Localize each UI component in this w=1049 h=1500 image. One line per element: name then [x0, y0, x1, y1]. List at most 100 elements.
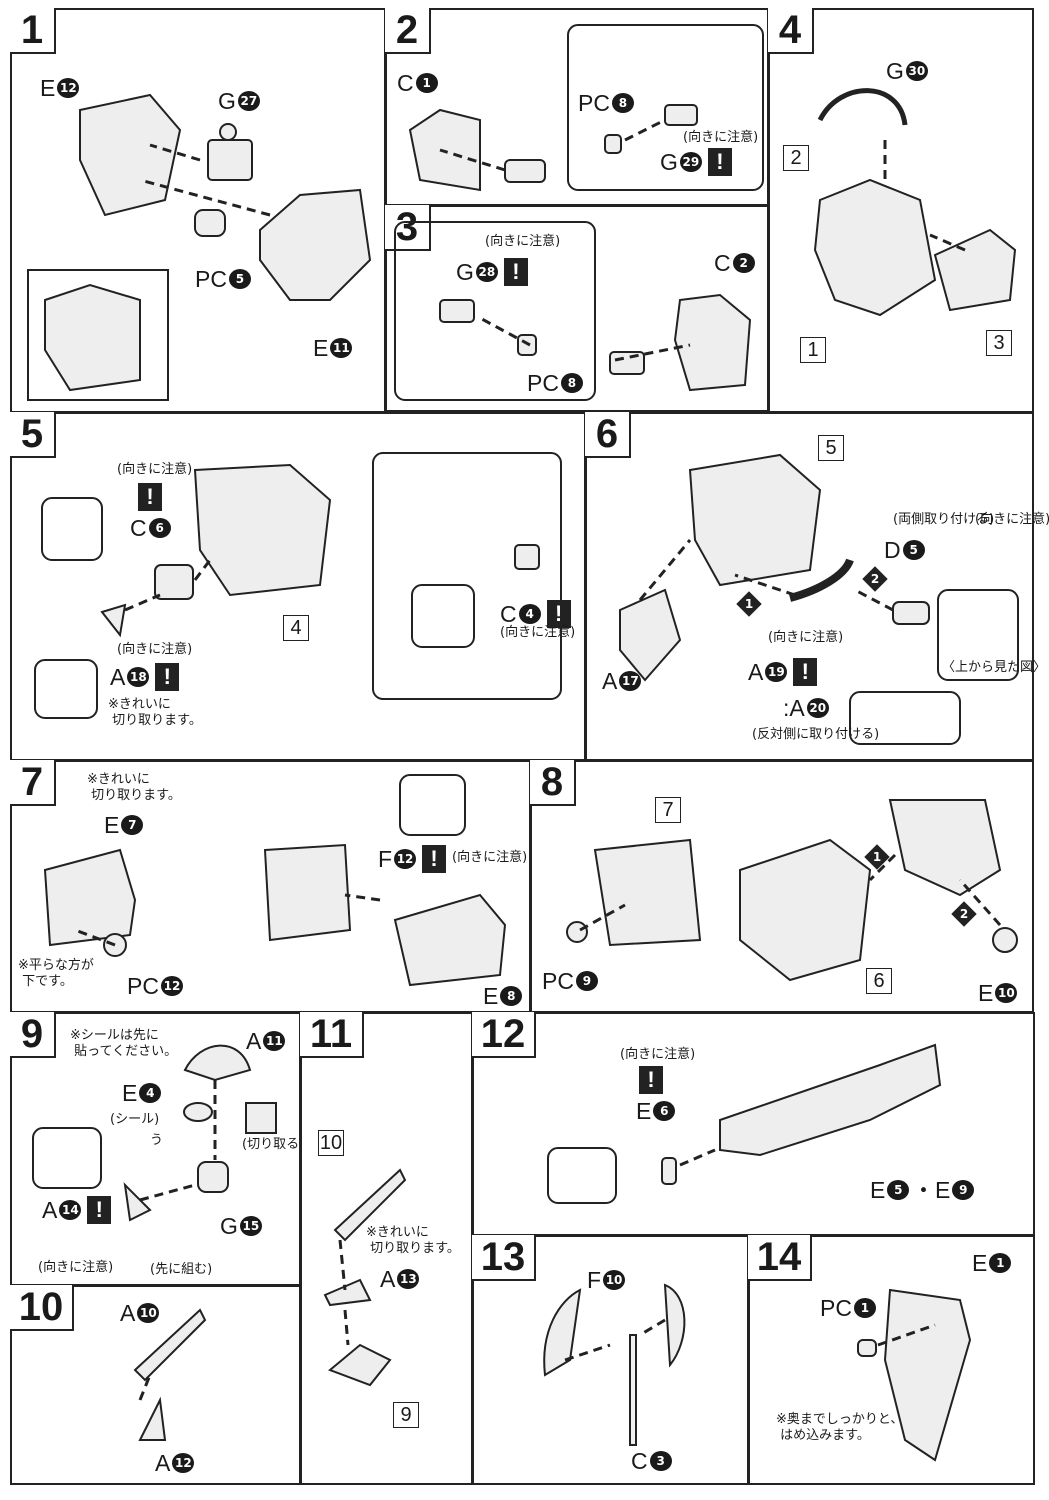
order-number: 1	[872, 850, 882, 864]
step-number: 9	[10, 1012, 56, 1058]
step-reference-box: 6	[866, 968, 892, 994]
part-runner-letter: A	[155, 1450, 171, 1476]
part-runner-letter: C	[714, 250, 731, 276]
part-number-badge: 11	[263, 1031, 286, 1051]
step-reference-box: 3	[986, 330, 1012, 356]
caution-icon: !	[155, 663, 180, 691]
part-runner-letter: E	[483, 983, 499, 1009]
part-number-badge: 3	[649, 1451, 672, 1471]
part-number-badge: 28	[475, 262, 498, 282]
step-number: 10	[10, 1285, 74, 1331]
part-runner-letter: E	[978, 980, 994, 1006]
part-runner-letter: A	[748, 659, 764, 685]
part-runner-letter: PC	[195, 266, 227, 292]
step-number: 4	[768, 8, 814, 54]
part-number-badge: 30	[905, 61, 928, 81]
part-runner-letter: E	[972, 1250, 988, 1276]
instruction-note: ※シールは先に 貼ってください。	[70, 1028, 178, 1059]
part-label: !	[134, 483, 162, 511]
part-runner-letter: E	[40, 75, 56, 101]
part-number-badge: 13	[397, 1269, 420, 1289]
part-runner-letter: A	[110, 664, 126, 690]
order-diamond-icon: 1	[736, 591, 762, 617]
step-number: 2	[385, 8, 431, 54]
caution-icon: !	[87, 1196, 112, 1224]
instruction-note: ※きれいに 切り取ります。	[108, 697, 202, 728]
part-number-badge: 10	[603, 1270, 626, 1290]
part-number-badge: 7	[121, 815, 144, 835]
part-runner-letter: PC	[527, 370, 559, 396]
part-runner-letter: E	[122, 1080, 138, 1106]
part-runner-letter: PC	[578, 90, 610, 116]
step-number: 13	[472, 1235, 536, 1281]
step-number: 6	[585, 412, 631, 458]
part-runner-letter: C	[631, 1448, 648, 1474]
part-number-badge: 27	[237, 91, 260, 111]
caution-icon: !	[138, 483, 162, 511]
caution-icon: !	[546, 600, 571, 628]
step-number: 5	[10, 412, 56, 458]
part-number-badge: 1	[989, 1253, 1012, 1273]
part-runner-letter: D	[884, 537, 901, 563]
part-number-badge: 12	[57, 78, 80, 98]
part-number-badge: 5	[902, 540, 925, 560]
part-runner-letter: F	[378, 846, 393, 872]
order-diamond-icon: 1	[864, 844, 890, 870]
part-number-badge: 8	[560, 373, 583, 393]
caution-icon: !	[707, 148, 732, 176]
instruction-note: (向きに注意)	[117, 462, 193, 477]
part-runner-letter: G	[218, 88, 236, 114]
part-runner-letter: F	[587, 1267, 602, 1293]
step-reference-box: 1	[800, 337, 826, 363]
step-reference-box: 2	[783, 145, 809, 171]
part-number-badge: 4	[518, 604, 541, 624]
step-reference-box: 10	[318, 1130, 344, 1156]
step-panel-11: 11	[300, 1012, 473, 1485]
part-runner-letter: PC	[820, 1295, 852, 1321]
instruction-note: (向きに注意)	[500, 625, 576, 640]
instruction-note: (切り取る)	[242, 1137, 305, 1152]
part-runner-letter: G	[220, 1213, 238, 1239]
instruction-note: (両側取り付ける)	[893, 512, 995, 527]
instruction-note: う	[150, 1133, 164, 1148]
step-panel-13: 13	[472, 1235, 749, 1485]
part-number-badge: 20	[806, 698, 829, 718]
part-runner-letter: E	[313, 335, 329, 361]
part-runner-letter: E	[636, 1098, 652, 1124]
instruction-note: (先に組む)	[150, 1262, 213, 1277]
part-number-badge: 5	[228, 269, 251, 289]
step-panel-5: 5	[10, 412, 586, 761]
order-number: 2	[870, 572, 880, 586]
part-number-badge: 29	[679, 152, 702, 172]
instruction-note: ※きれいに 切り取ります。	[366, 1225, 460, 1256]
part-runner-letter: A	[246, 1028, 262, 1054]
instruction-note: (向きに注意)	[485, 234, 561, 249]
order-number: 1	[744, 597, 754, 611]
step-panel-8: 8	[530, 760, 1034, 1013]
part-number-badge: 8	[611, 93, 634, 113]
instruction-note: (向きに注意)	[117, 642, 193, 657]
